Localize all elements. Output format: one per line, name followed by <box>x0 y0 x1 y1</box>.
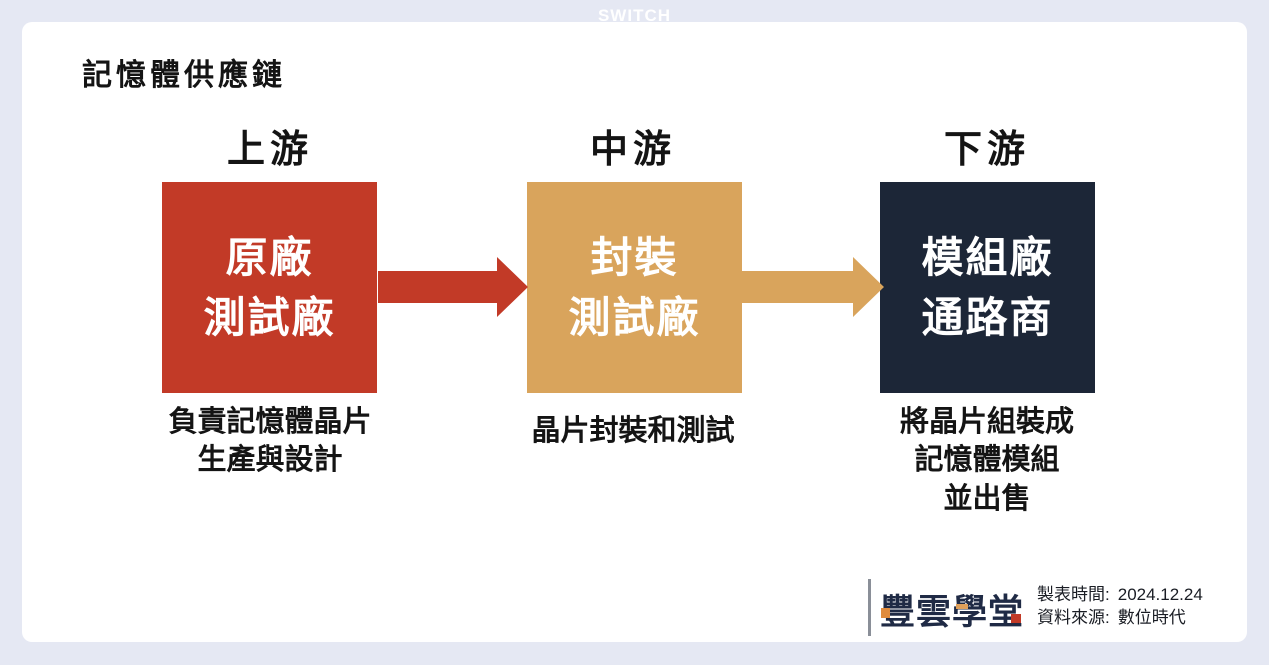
process-box-line: 封裝 <box>590 233 679 281</box>
tier-label-midstream: 中游 <box>589 129 676 171</box>
meta-source-value: 數位時代 <box>1117 608 1186 628</box>
meta-created-label: 製表時間: <box>1037 585 1110 604</box>
description-line: 將晶片組裝成 <box>899 406 1074 438</box>
meta-source-label: 資料來源: <box>1037 608 1110 628</box>
description-line: 生產與設計 <box>197 444 343 477</box>
arrow-shaft <box>378 271 497 303</box>
page-title: 記憶體供應鏈 <box>82 59 286 92</box>
footer-divider <box>868 579 871 636</box>
process-box-line: 模組廠 <box>921 233 1054 281</box>
description-line: 並出售 <box>943 482 1031 515</box>
description-line: 晶片封裝和測試 <box>531 415 735 447</box>
brand-logo-text: 豐雲學堂 <box>880 593 1025 632</box>
process-box-midstream: 封裝 測試廠 <box>527 182 742 393</box>
logo-accent-red <box>1011 614 1021 623</box>
watermark-text: SWITCH <box>597 6 672 25</box>
process-box-line: 測試廠 <box>203 293 336 341</box>
meta-created-date: 製表時間: 2024.12.24 <box>1037 583 1203 606</box>
process-box-line: 測試廠 <box>568 293 701 341</box>
footer-meta: 製表時間: 2024.12.24 資料來源: 數位時代 <box>1037 583 1203 630</box>
process-box-upstream: 原廠 測試廠 <box>162 182 377 393</box>
process-box-line: 通路商 <box>921 293 1054 341</box>
tier-label-upstream: 上游 <box>226 129 313 171</box>
description-downstream: 將晶片組裝成 記憶體模組 並出售 <box>827 403 1147 518</box>
logo-accent-orange <box>956 604 968 609</box>
process-box-downstream: 模組廠 通路商 <box>880 182 1095 393</box>
description-upstream: 負責記憶體晶片 生產與設計 <box>110 403 430 480</box>
description-midstream: 晶片封裝和測試 <box>473 412 793 450</box>
tier-label-downstream: 下游 <box>943 129 1030 171</box>
arrow-head <box>497 257 528 317</box>
arrow-shaft <box>740 271 853 303</box>
process-box-line: 原廠 <box>225 233 314 281</box>
description-line: 負責記憶體晶片 <box>168 406 372 438</box>
arrow-head <box>853 257 884 317</box>
brand-logo: 豐雲學堂 <box>880 584 1024 635</box>
flow-arrow-right-icon-2 <box>740 257 884 317</box>
meta-created-value: 2024.12.24 <box>1117 585 1203 604</box>
flow-arrow-right-icon-1 <box>378 257 528 317</box>
logo-accent-orange <box>881 608 890 618</box>
content-card: 記憶體供應鏈 上游 中游 下游 原廠 測試廠 封裝 測試廠 模組廠 通路商 負 <box>22 22 1247 642</box>
description-line: 記憶體模組 <box>914 444 1060 477</box>
meta-source: 資料來源: 數位時代 <box>1037 606 1203 629</box>
